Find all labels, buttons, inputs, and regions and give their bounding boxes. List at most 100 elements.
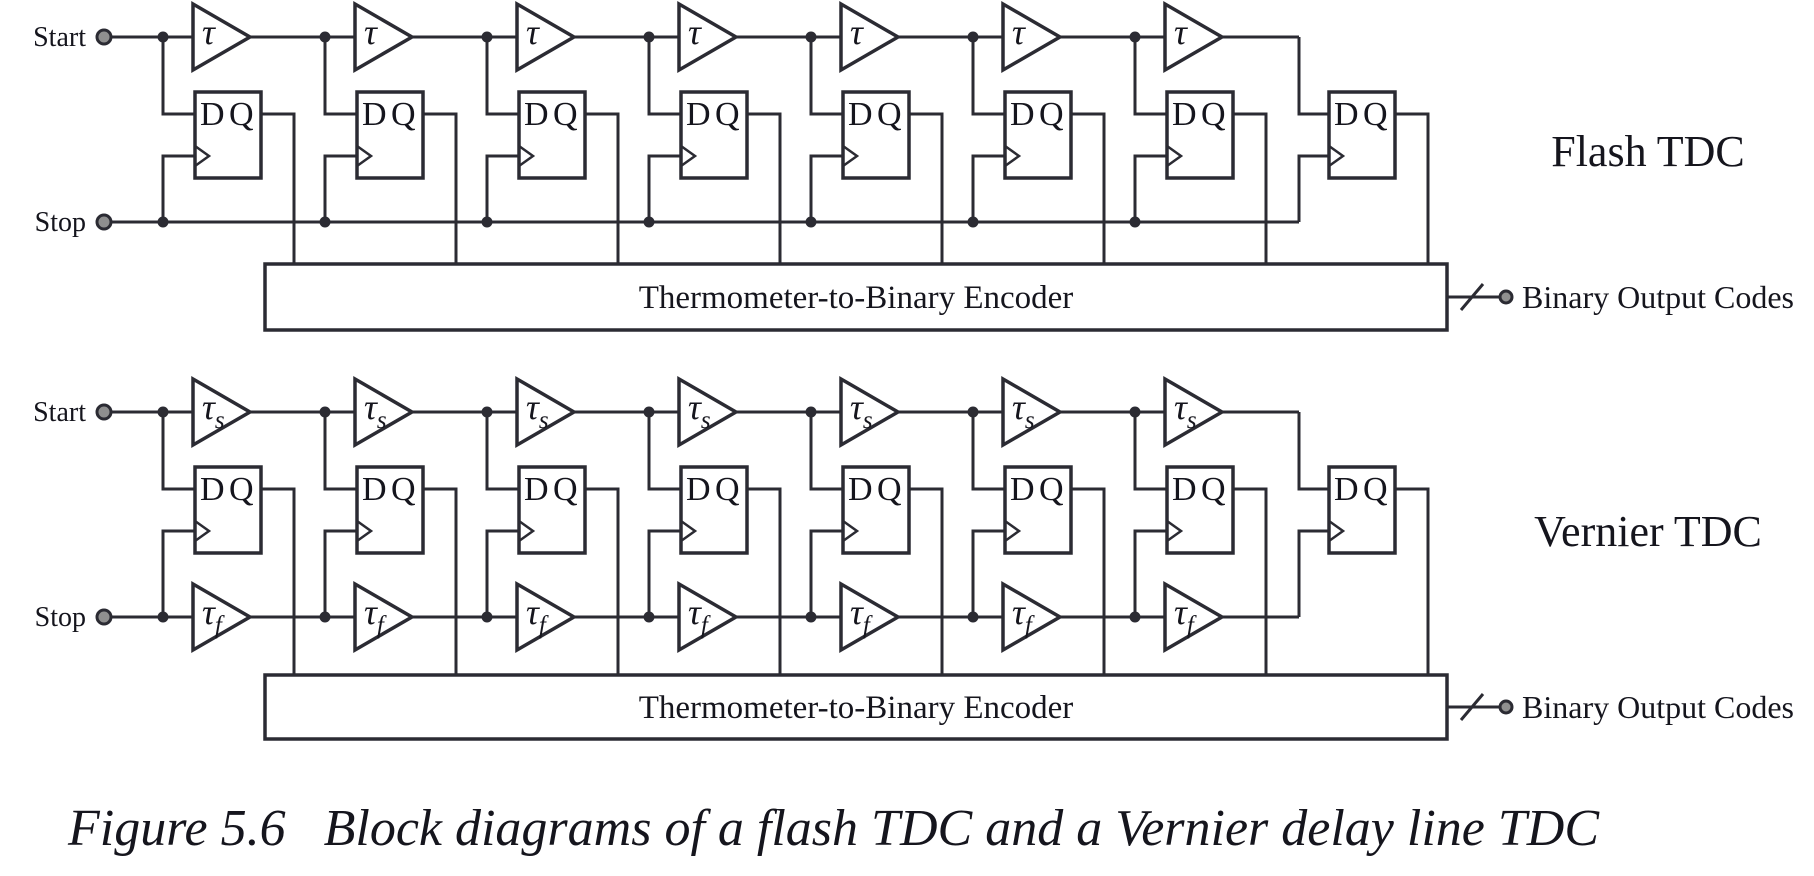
delay-buffer-start	[839, 375, 902, 449]
clock-chevron-icon	[356, 144, 374, 168]
junction-dot	[157, 611, 169, 623]
bus-slash-icon	[1459, 283, 1485, 311]
wires	[111, 35, 1499, 299]
delay-buffer-label: τ	[1174, 12, 1188, 52]
d-flip-flop	[1165, 90, 1235, 180]
d-flip-flop	[193, 90, 263, 180]
start-label: Start	[33, 397, 86, 428]
dff-q-label: Q	[553, 96, 578, 133]
delay-buffer-stop	[353, 580, 416, 654]
junction-dot	[643, 611, 655, 623]
delay-buffer-start	[515, 0, 578, 74]
delay-buffer-start	[839, 0, 902, 74]
delay-buffer-label: τ	[1012, 12, 1026, 52]
start-terminal-icon	[95, 28, 113, 46]
junction-dot	[643, 31, 655, 43]
tau-subscript: s	[701, 407, 711, 434]
junction-dot	[967, 216, 979, 228]
delay-buffer-stop	[839, 580, 902, 654]
dff-d-label: D	[1172, 96, 1197, 133]
output-terminal-icon	[1498, 699, 1514, 715]
delay-buffer-stop	[515, 580, 578, 654]
thermometer-encoder-box	[263, 673, 1449, 741]
dff-q-label: Q	[229, 471, 254, 508]
thermometer-encoder-label: Thermometer-to-Binary Encoder	[639, 690, 1074, 726]
stop-terminal-icon	[95, 608, 113, 626]
delay-buffer-start	[677, 375, 740, 449]
delay-buffer-start	[677, 0, 740, 74]
junction-dot	[1129, 406, 1141, 418]
d-flip-flop	[841, 90, 911, 180]
dff-d-label: D	[362, 471, 387, 508]
delay-buffer-start	[1001, 0, 1064, 74]
d-flip-flop	[517, 465, 587, 555]
junction-dot	[319, 31, 331, 43]
d-flip-flop	[193, 465, 263, 555]
dff-d-label: D	[1334, 471, 1359, 508]
delay-buffer-start	[515, 375, 578, 449]
start-label: Start	[33, 22, 86, 53]
dff-d-label: D	[848, 471, 873, 508]
junction-dot	[481, 31, 493, 43]
clock-chevron-icon	[1328, 519, 1346, 543]
d-flip-flop	[517, 90, 587, 180]
tau-symbol: τ	[688, 592, 702, 632]
junction-dot	[319, 216, 331, 228]
junction-dot	[643, 216, 655, 228]
junction-dot	[1129, 216, 1141, 228]
clock-chevron-icon	[194, 144, 212, 168]
clock-chevron-icon	[356, 519, 374, 543]
dff-q-label: Q	[391, 96, 416, 133]
tau-symbol: τ	[1174, 387, 1188, 427]
tau-symbol: τ	[1012, 387, 1026, 427]
clock-chevron-icon	[680, 144, 698, 168]
d-flip-flop	[841, 465, 911, 555]
output-terminal-icon	[1498, 289, 1514, 305]
junction-dot	[643, 406, 655, 418]
delay-buffer-label: τf	[364, 592, 387, 639]
clock-chevron-icon	[518, 519, 536, 543]
delay-buffer-label: τ	[364, 12, 378, 52]
tau-subscript: f	[701, 612, 711, 639]
wires	[111, 410, 1499, 709]
tau-symbol: τ	[688, 12, 702, 52]
delay-buffer-start	[191, 0, 254, 74]
tau-subscript: f	[377, 612, 387, 639]
delay-buffer-label: τf	[202, 592, 225, 639]
delay-buffer-start	[1163, 0, 1226, 74]
figure-caption-number: Figure 5.6	[68, 800, 286, 857]
delay-buffer-label: τ	[202, 12, 216, 52]
dff-q-label: Q	[1363, 96, 1388, 133]
tau-subscript: s	[539, 407, 549, 434]
tau-subscript: s	[377, 407, 387, 434]
bus-slash-icon	[1459, 693, 1485, 721]
dff-d-label: D	[1010, 471, 1035, 508]
junction-dot	[157, 216, 169, 228]
dff-d-label: D	[1010, 96, 1035, 133]
thermometer-encoder-label: Thermometer-to-Binary Encoder	[639, 280, 1074, 316]
junction-dot	[967, 31, 979, 43]
tau-symbol: τ	[850, 592, 864, 632]
delay-buffer-stop	[191, 580, 254, 654]
d-flip-flop	[1003, 90, 1073, 180]
delay-buffer-label: τs	[202, 387, 225, 434]
tau-symbol: τ	[1012, 592, 1026, 632]
tau-symbol: τ	[364, 592, 378, 632]
junction-dot	[967, 406, 979, 418]
dff-q-label: Q	[391, 471, 416, 508]
d-flip-flop	[1003, 465, 1073, 555]
tau-symbol: τ	[364, 387, 378, 427]
tau-subscript: f	[863, 612, 873, 639]
figure-caption-text: Block diagrams of a flash TDC and a Vern…	[323, 800, 1600, 857]
stop-terminal-icon	[95, 213, 113, 231]
tau-subscript: f	[1025, 612, 1035, 639]
junction-dot	[805, 406, 817, 418]
junction-dot	[1129, 611, 1141, 623]
stop-label: Stop	[35, 602, 86, 633]
delay-buffer-label: τ	[526, 12, 540, 52]
delay-buffer-start	[353, 375, 416, 449]
figure-caption: Figure 5.6 Block diagrams of a flash TDC …	[68, 799, 1599, 858]
